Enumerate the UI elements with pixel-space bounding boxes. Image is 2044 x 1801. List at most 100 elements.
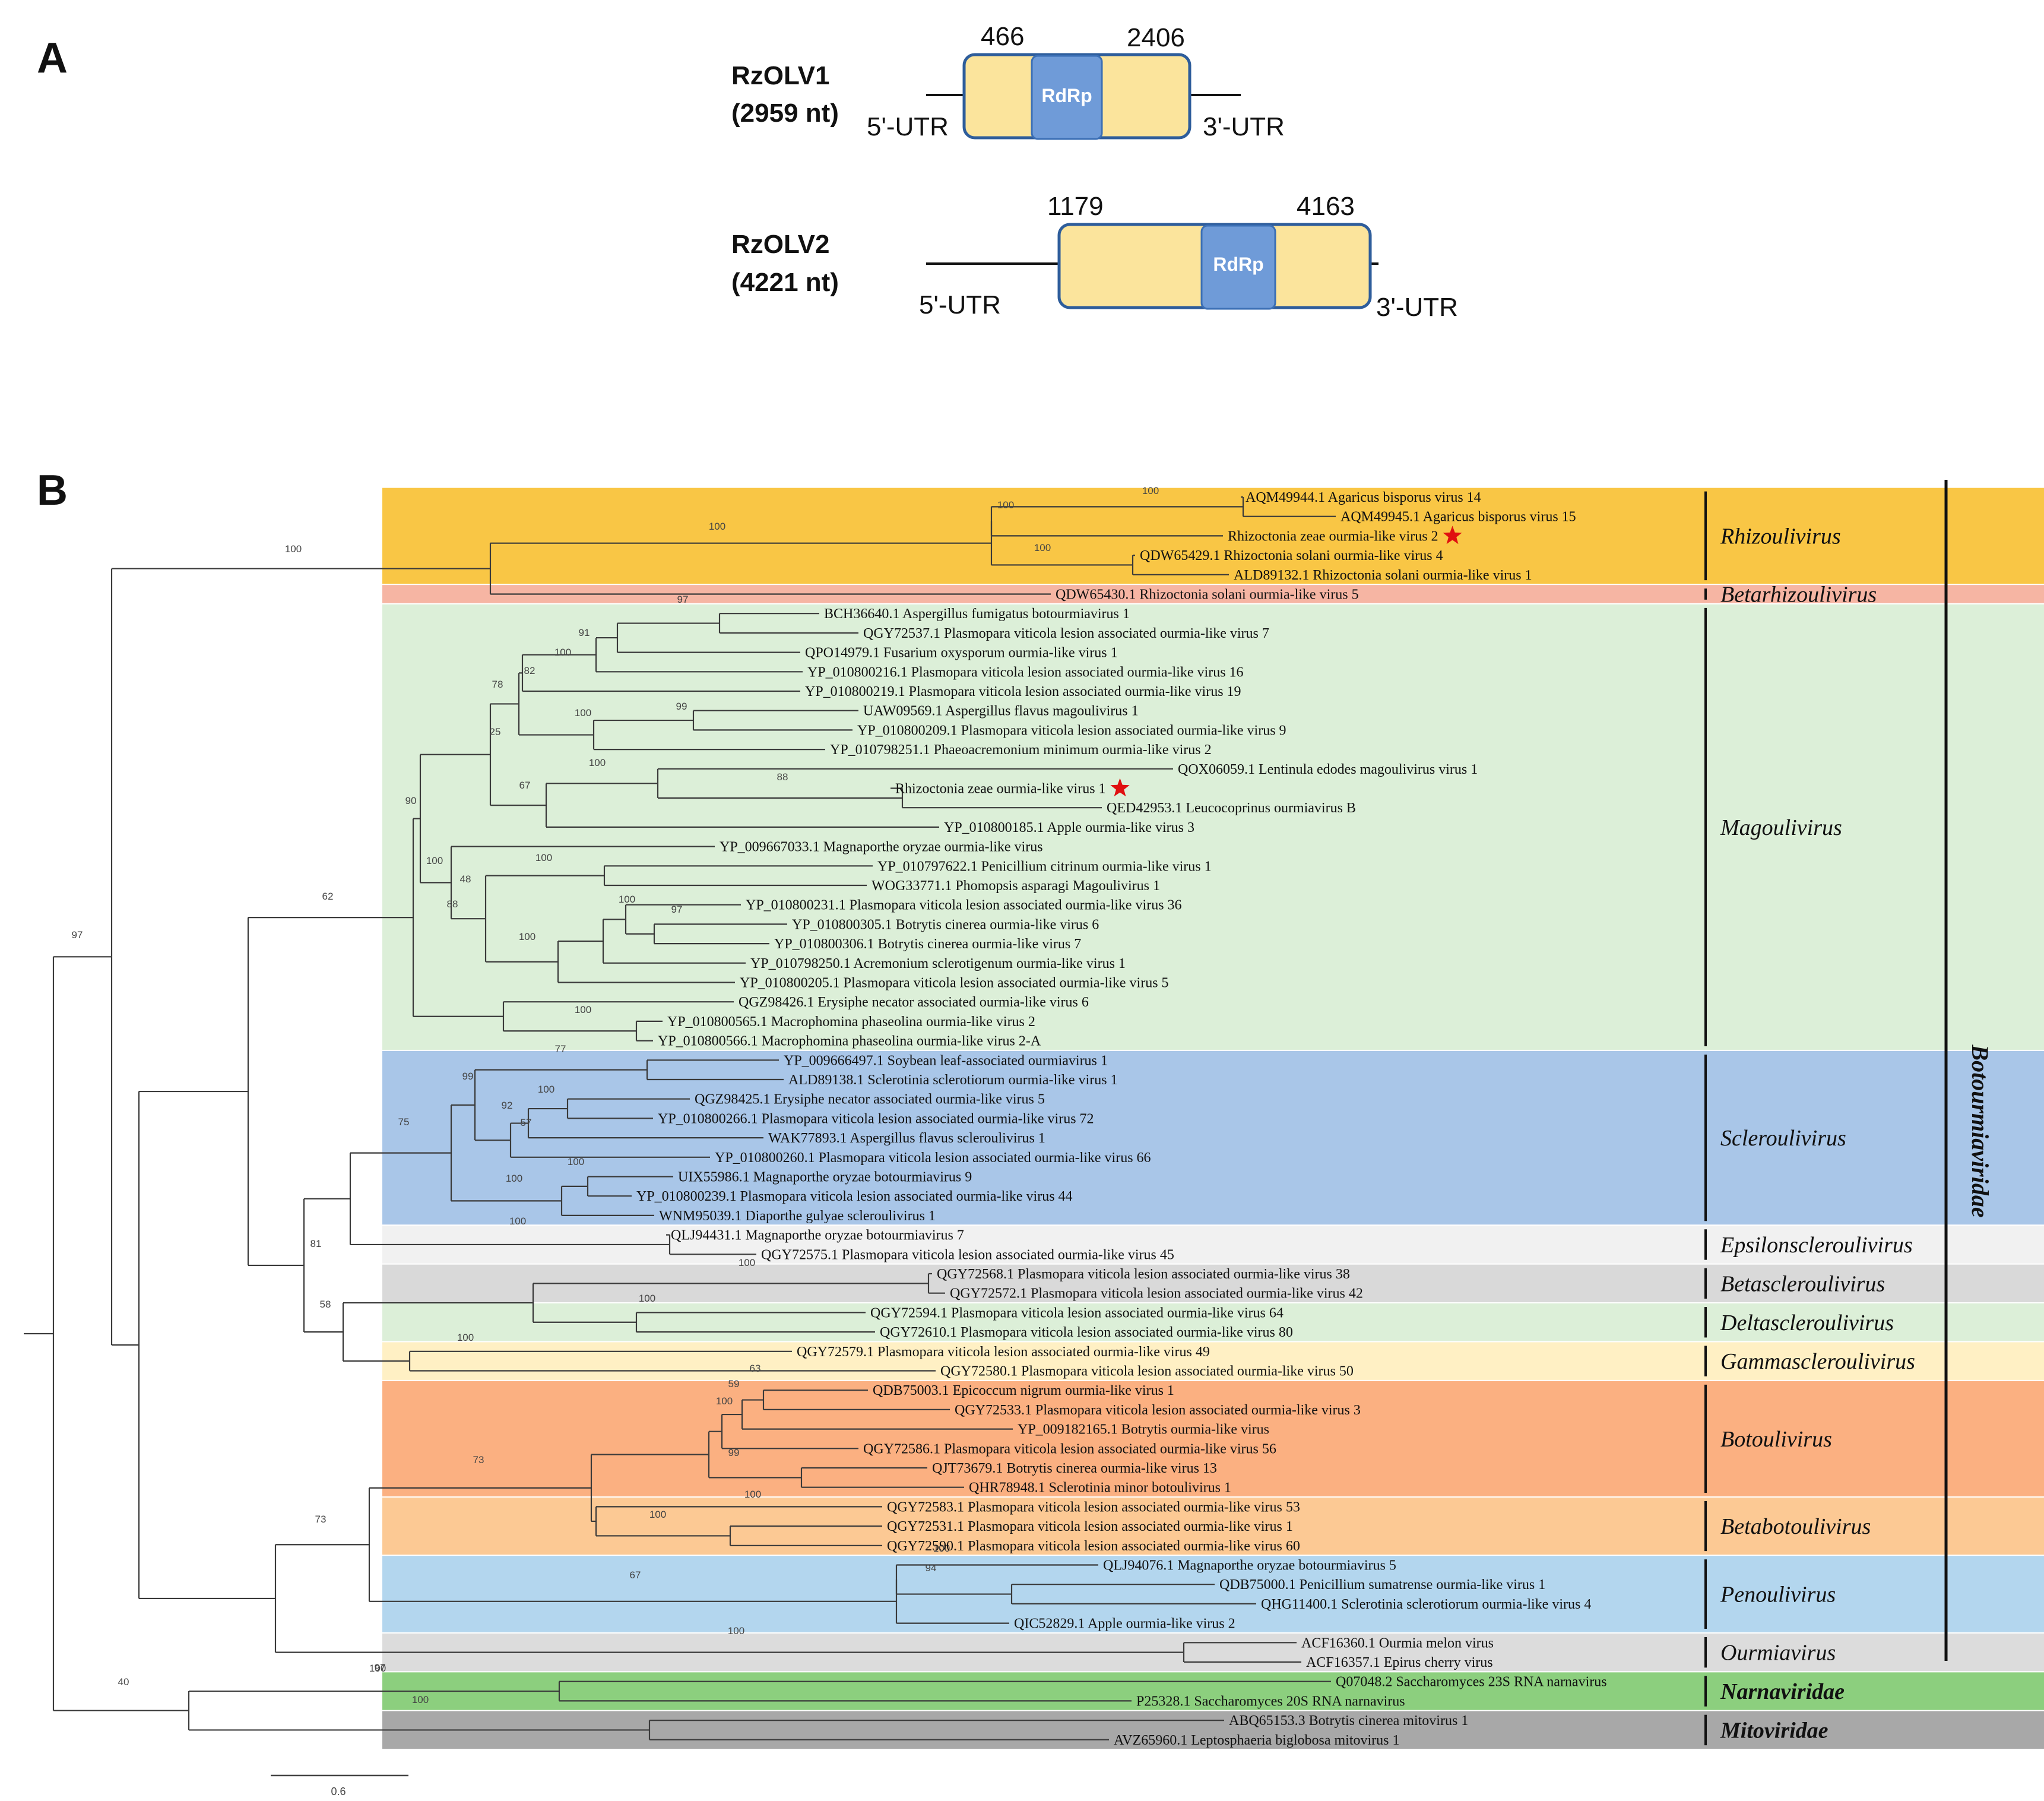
leaf-label: YP_010800209.1 Plasmopara viticola lesio… xyxy=(857,723,1286,738)
clade-label: Betascleroulivirus xyxy=(1720,1271,1885,1296)
bootstrap-value: 100 xyxy=(1142,485,1159,496)
leaf-label: QGY72537.1 Plasmopara viticola lesion as… xyxy=(863,626,1269,641)
clade-label: Betabotoulivirus xyxy=(1720,1514,1871,1539)
bootstrap-value: 100 xyxy=(285,543,302,555)
clade-label: Ourmiavirus xyxy=(1720,1641,1836,1666)
bootstrap-value: 78 xyxy=(492,679,503,690)
utr3-label-rzolv1: 3'-UTR xyxy=(1203,112,1285,141)
bootstrap-value: 100 xyxy=(1034,542,1051,553)
bootstrap-value: 100 xyxy=(744,1489,761,1500)
leaf-label: QLJ94431.1 Magnaporthe oryzae botourmiav… xyxy=(671,1228,964,1243)
family-label: Botourmiaviridae xyxy=(1967,1044,1994,1217)
leaf-label: YP_010800219.1 Plasmopara viticola lesio… xyxy=(805,684,1241,699)
leaf-label: ABQ65153.3 Botrytis cinerea mitovirus 1 xyxy=(1229,1713,1468,1729)
bootstrap-value: 73 xyxy=(315,1514,327,1525)
leaf-label: YP_010800205.1 Plasmopara viticola lesio… xyxy=(740,976,1169,991)
leaf-label: QOX06059.1 Lentinula edodes magoulivirus… xyxy=(1178,762,1478,777)
leaf-label: ALD89132.1 Rhizoctonia solani ourmia-lik… xyxy=(1234,568,1532,583)
leaf-label: QGZ98426.1 Erysiphe necator associated o… xyxy=(739,995,1089,1010)
genome-map-rzolv2: RzOLV2 (4221 nt) RdRp 1179 4163 5'-UTR 3… xyxy=(731,192,1458,322)
clade-label: Gammascleroulivirus xyxy=(1720,1349,1915,1374)
bootstrap-value: 67 xyxy=(630,1569,641,1581)
clade-label: Narnaviridae xyxy=(1720,1679,1845,1704)
bootstrap-value: 81 xyxy=(310,1238,322,1249)
clade-label: Botoulivirus xyxy=(1720,1427,1832,1452)
leaf-label: YP_010800266.1 Plasmopara viticola lesio… xyxy=(658,1111,1094,1126)
bootstrap-value: 59 xyxy=(728,1378,740,1389)
leaf-label: YP_010800231.1 Plasmopara viticola lesio… xyxy=(746,898,1182,913)
tree-edges xyxy=(24,496,1336,1740)
leaf-label: ALD89138.1 Sclerotinia sclerotiorum ourm… xyxy=(788,1072,1118,1088)
bootstrap-value: 75 xyxy=(398,1116,410,1128)
genome-name-rzolv1: RzOLV1 xyxy=(731,61,829,90)
bootstrap-value: 100 xyxy=(412,1694,429,1705)
leaf-label: QIC52829.1 Apple ourmia-like virus 2 xyxy=(1014,1616,1235,1632)
leaf-label: YP_010800566.1 Macrophomina phaseolina o… xyxy=(658,1034,1041,1049)
clade-band xyxy=(382,1672,2044,1710)
leaf-label: QHR78948.1 Sclerotinia minor botouliviru… xyxy=(969,1480,1231,1496)
leaf-label: Q07048.2 Saccharomyces 23S RNA narnaviru… xyxy=(1336,1675,1607,1690)
bootstrap-value: 100 xyxy=(997,499,1014,511)
bootstrap-value: 99 xyxy=(728,1447,740,1458)
leaf-label: QJT73679.1 Botrytis cinerea ourmia-like … xyxy=(932,1461,1217,1476)
orf-start-rzolv1: 466 xyxy=(981,22,1024,51)
leaf-label: UAW09569.1 Aspergillus flavus magoulivir… xyxy=(863,704,1139,719)
leaf-label: P25328.1 Saccharomyces 20S RNA narnaviru… xyxy=(1136,1694,1405,1709)
leaf-label: AVZ65960.1 Leptosphaeria biglobosa mitov… xyxy=(1114,1733,1400,1748)
leaf-label: WNM95039.1 Diaporthe gulyae scleroulivir… xyxy=(659,1208,936,1224)
clade-band xyxy=(382,1556,2044,1632)
leaf-label: UIX55986.1 Magnaporthe oryzae botourmiav… xyxy=(678,1170,972,1185)
rdrp-label-rzolv1: RdRp xyxy=(1041,85,1092,106)
leaf-label: QGY72580.1 Plasmopara viticola lesion as… xyxy=(940,1364,1354,1379)
panel-letter-b: B xyxy=(37,467,68,514)
bootstrap-value: 100 xyxy=(506,1173,522,1184)
bootstrap-value: 100 xyxy=(457,1332,474,1343)
bootstrap-value: 100 xyxy=(639,1293,655,1304)
leaf-label: YP_010800305.1 Botrytis cinerea ourmia-l… xyxy=(792,917,1099,932)
leaf-label: YP_010800565.1 Macrophomina phaseolina o… xyxy=(667,1014,1035,1030)
clade-label: Epsilonscleroulivirus xyxy=(1720,1233,1913,1258)
utr3-label-rzolv2: 3'-UTR xyxy=(1376,293,1458,322)
scale-bar-label: 0.6 xyxy=(331,1786,346,1797)
clade-label: Mitoviridae xyxy=(1720,1718,1828,1743)
genome-length-rzolv2: (4221 nt) xyxy=(731,268,839,297)
bootstrap-value: 100 xyxy=(649,1509,666,1520)
utr5-label-rzolv1: 5'-UTR xyxy=(867,112,949,141)
leaf-labels: AQM49944.1 Agaricus bisporus virus 14AQM… xyxy=(636,490,1607,1748)
utr5-label-rzolv2: 5'-UTR xyxy=(919,290,1001,319)
bootstrap-value: 90 xyxy=(405,795,417,806)
leaf-label: YP_010798250.1 Acremonium sclerotigenum … xyxy=(750,956,1126,971)
bootstrap-value: 25 xyxy=(490,726,501,738)
bootstrap-value: 97 xyxy=(677,594,689,605)
leaf-label: YP_010798251.1 Phaeoacremonium minimum o… xyxy=(830,742,1212,758)
bootstrap-labels: 1001001001001009791100829910078881006725… xyxy=(72,485,1159,1705)
bootstrap-value: 58 xyxy=(320,1299,331,1310)
bootstrap-value: 100 xyxy=(509,1216,526,1227)
clade-band xyxy=(382,1381,2044,1497)
clade-label: Rhizoulivirus xyxy=(1720,524,1841,549)
leaf-label: QGY72586.1 Plasmopara viticola lesion as… xyxy=(863,1441,1276,1457)
leaf-label: QGY72575.1 Plasmopara viticola lesion as… xyxy=(761,1247,1174,1262)
panel-letter-a: A xyxy=(37,34,68,82)
leaf-label: AQM49944.1 Agaricus bisporus virus 14 xyxy=(1246,490,1481,505)
clade-label: Magoulivirus xyxy=(1720,815,1842,840)
leaf-label: QGY72594.1 Plasmopara viticola lesion as… xyxy=(870,1305,1284,1321)
bootstrap-value: 100 xyxy=(716,1395,733,1407)
clade-label: Penoulivirus xyxy=(1720,1582,1836,1607)
leaf-label: QED42953.1 Leucocoprinus ourmiavirus B xyxy=(1107,800,1356,816)
leaf-label: QDB75000.1 Penicillium sumatrense ourmia… xyxy=(1219,1577,1545,1593)
bootstrap-value: 100 xyxy=(739,1257,755,1268)
bootstrap-value: 100 xyxy=(519,931,535,942)
leaf-label: YP_010800306.1 Botrytis cinerea ourmia-l… xyxy=(774,936,1081,952)
genome-name-rzolv2: RzOLV2 xyxy=(731,230,829,259)
bootstrap-value: 97 xyxy=(72,929,83,941)
bootstrap-value: 88 xyxy=(777,771,788,783)
leaf-label: QGZ98425.1 Erysiphe necator associated o… xyxy=(695,1092,1045,1107)
bootstrap-value: 40 xyxy=(118,1676,129,1688)
bootstrap-value: 57 xyxy=(521,1117,532,1128)
leaf-label: YP_010797622.1 Penicillium citrinum ourm… xyxy=(877,859,1212,874)
bootstrap-value: 100 xyxy=(933,1543,950,1554)
bootstrap-value: 67 xyxy=(519,780,531,791)
